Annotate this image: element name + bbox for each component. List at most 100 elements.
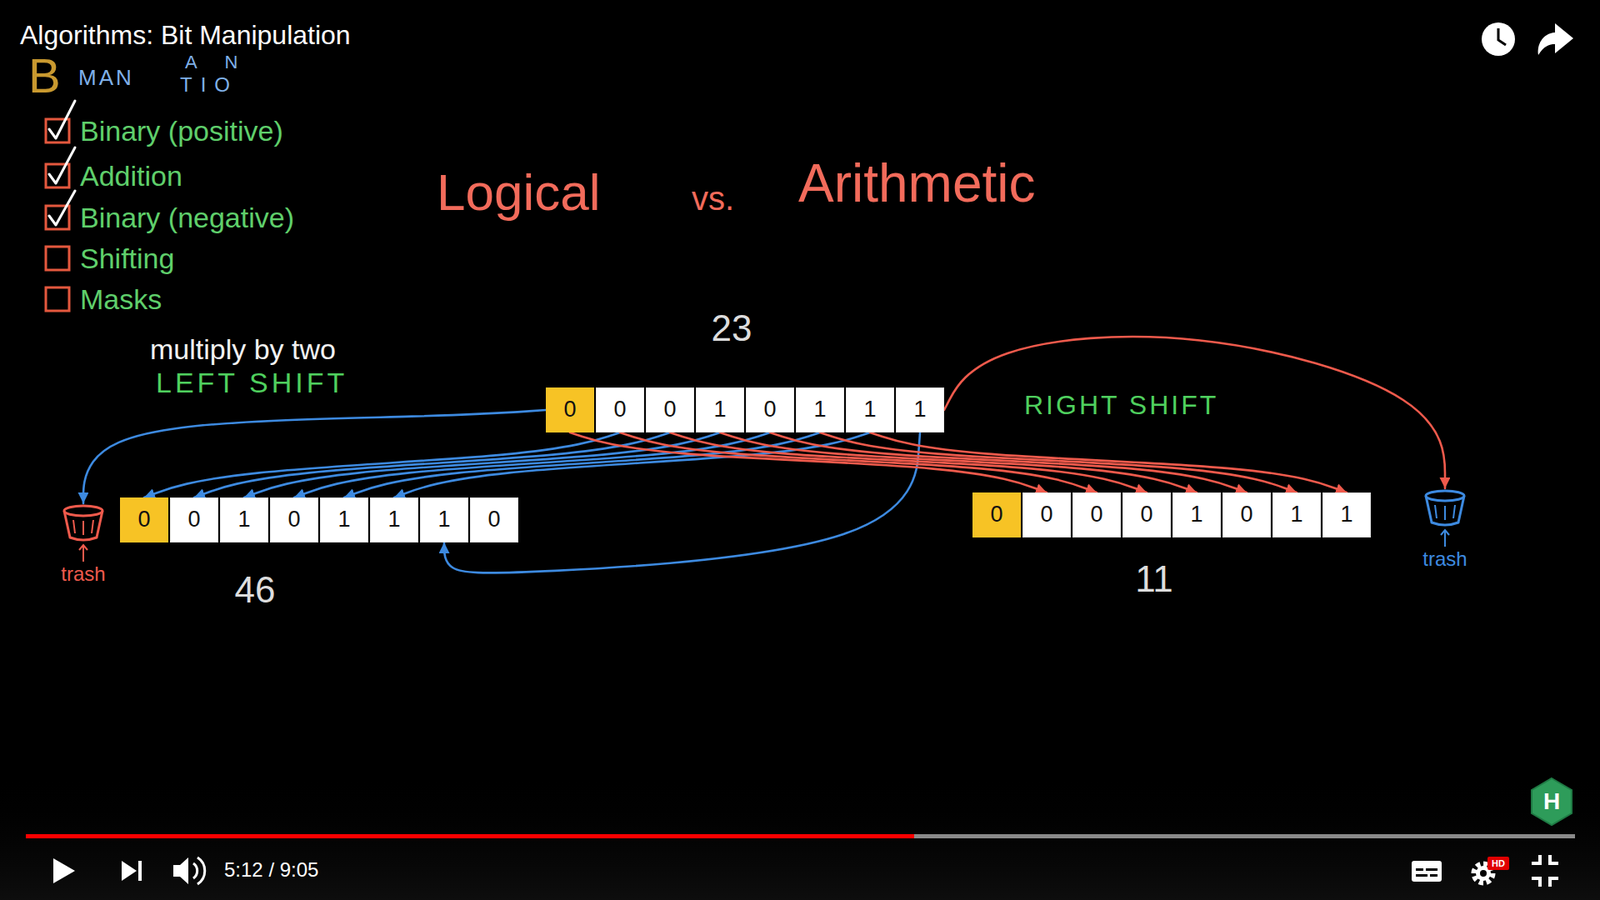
check-marks (49, 100, 75, 225)
next-bar (138, 860, 142, 881)
checklist-item: Binary (positive) (80, 116, 284, 145)
bit-cell: 1 (220, 497, 269, 543)
bit-value: 0 (487, 507, 500, 533)
bit-value: 1 (1340, 502, 1353, 528)
bit-cell: 1 (845, 387, 895, 433)
checklist-item: Binary (negative) (80, 203, 295, 232)
bit-value: 1 (863, 397, 876, 423)
bit-cell: 1 (420, 497, 469, 543)
logo-letters: MAN (78, 66, 135, 89)
gear-hole (1480, 870, 1487, 877)
bit-value: 0 (663, 397, 676, 423)
bit-value: 0 (563, 397, 576, 423)
bit-cell: 1 (320, 497, 369, 543)
bit-value: 1 (1290, 502, 1303, 528)
bin-caption: trash (60, 563, 105, 585)
bit-value: 1 (813, 397, 826, 423)
speaker (173, 857, 189, 885)
bit-cell: 0 (470, 497, 519, 543)
bit-cell: 0 (595, 387, 645, 433)
play-icon (53, 858, 75, 884)
check-mark (49, 147, 75, 184)
clock-icon (1481, 22, 1515, 56)
bit-value: 0 (287, 507, 300, 533)
exit-fullscreen-icon (1531, 855, 1559, 887)
checklist-item: Shifting (80, 244, 175, 273)
bucket-icon (60, 503, 107, 542)
bit-value: 1 (913, 397, 926, 423)
bucket-stripes (73, 520, 94, 535)
bucket-rim (1425, 490, 1465, 501)
subtitles-line (1425, 868, 1438, 871)
bit-cell: 0 (1122, 492, 1171, 538)
next-icon (121, 860, 142, 881)
shift-arrow (944, 336, 1445, 489)
bit-value: 1 (713, 397, 726, 423)
share-icon (1538, 23, 1574, 55)
check-mark (49, 190, 75, 225)
bit-cell: 0 (1022, 492, 1071, 538)
bit-value: 1 (387, 507, 400, 533)
heading-word: vs. (691, 181, 735, 215)
bin-caption: trash (1422, 548, 1467, 570)
bit-value: 0 (763, 397, 776, 423)
clock-hands (1498, 28, 1506, 45)
time-display: 5:12 / 9:05 (224, 860, 319, 880)
bit-value: 0 (137, 507, 150, 533)
channel-logo: H (1543, 790, 1560, 814)
subtitles-line (1415, 868, 1424, 871)
bit-cell: 0 (1222, 492, 1271, 538)
subtitles-line (1415, 874, 1428, 877)
logo-letters: A N (185, 53, 250, 72)
number-value: 23 (711, 310, 753, 347)
corner (1550, 855, 1559, 864)
sound-wave (193, 863, 198, 879)
bit-cell: 1 (795, 387, 845, 433)
checkbox (45, 246, 70, 270)
check-mark (49, 100, 75, 139)
logo-letter: B (28, 51, 61, 100)
bit-cell: 1 (1172, 492, 1221, 538)
bit-cell: 0 (972, 492, 1021, 538)
bit-cell: 0 (645, 387, 695, 433)
bit-cell: 1 (895, 387, 945, 433)
shift-arrow (770, 432, 1247, 493)
bucket-stripes (1435, 505, 1455, 520)
subtitles-box (1411, 860, 1442, 882)
bit-cell: 0 (745, 387, 795, 433)
bit-value: 0 (1090, 502, 1103, 528)
bit-value: 0 (1040, 502, 1053, 528)
bit-cell: 1 (695, 387, 745, 433)
bit-cell: 0 (1072, 492, 1121, 538)
bit-cell: 1 (370, 497, 419, 543)
trash-bin: trash (1418, 488, 1471, 570)
operation-label: RIGHT SHIFT (1024, 391, 1219, 419)
channel-logo-hexagon (1531, 778, 1572, 825)
next-triangle (121, 860, 137, 881)
number-value: 11 (1135, 560, 1174, 598)
checklist-item: Masks (80, 285, 162, 314)
bit-value: 0 (613, 397, 626, 423)
checkbox (45, 287, 70, 311)
bucket-rim (64, 505, 103, 516)
shift-arrow (820, 432, 1297, 493)
quality-badge-ground (1487, 856, 1510, 870)
player-shade (0, 775, 1600, 900)
bit-cell: 1 (1322, 492, 1371, 538)
progress-track (25, 834, 1575, 839)
subtitles-icon (1411, 860, 1442, 882)
checklist-item: Addition (80, 161, 183, 190)
bit-cell: 1 (1272, 492, 1321, 538)
operation-label: LEFT SHIFT (155, 368, 348, 397)
progress-played (25, 834, 915, 839)
trash-bin: trash (56, 503, 110, 585)
quality-badge: HD (1491, 859, 1505, 869)
annotation: multiply by two (150, 335, 336, 364)
number-value: 46 (235, 571, 276, 609)
bit-value: 0 (990, 502, 1003, 528)
bit-value: 1 (1190, 502, 1203, 528)
volume-icon (173, 857, 205, 885)
corner (1531, 855, 1540, 864)
clock-face (1481, 22, 1515, 56)
leader-line (79, 545, 88, 562)
